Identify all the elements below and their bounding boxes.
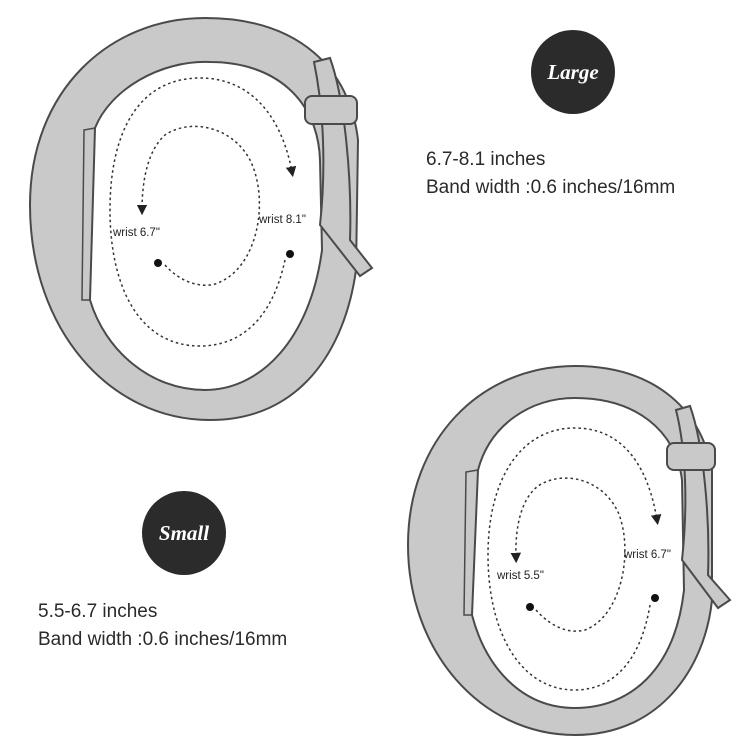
small-inner-wrist-arrow [510, 477, 626, 632]
large-band-loop [304, 95, 358, 125]
large-outer-start-dot [286, 250, 294, 258]
small-inner-start-dot [526, 603, 534, 611]
small-band-ring [406, 364, 713, 737]
large-inner-start-dot [154, 259, 162, 267]
small-size-spec: 5.5-6.7 inches Band width :0.6 inches/16… [38, 598, 287, 654]
large-inner-wrist-label: wrist 6.7" [112, 227, 160, 239]
small-band-illustration: wrist 5.5" wrist 6.7" [406, 364, 732, 737]
small-band-width: Band width :0.6 inches/16mm [38, 629, 288, 650]
small-size-badge: Small [142, 491, 226, 575]
large-inner-wrist-arrow [136, 125, 261, 286]
small-outer-wrist-label: wrist 6.7" [623, 549, 671, 561]
small-inner-wrist-label: wrist 5.5" [496, 570, 544, 582]
large-outer-wrist-label: wrist 8.1" [258, 214, 306, 226]
large-band-width: Band width :0.6 inches/16mm [426, 177, 676, 198]
small-outer-start-dot [651, 594, 659, 602]
large-size-spec: 6.7-8.1 inches Band width :0.6 inches/16… [426, 146, 675, 202]
large-band-illustration: wrist 6.7" wrist 8.1" [28, 16, 374, 422]
small-size-range: 5.5-6.7 inches [38, 601, 158, 622]
large-band-inner-edge [81, 127, 96, 301]
large-outer-wrist-arrow [109, 77, 297, 347]
small-band-inner-edge [463, 469, 479, 616]
large-size-badge: Large [531, 30, 615, 114]
small-outer-wrist-arrow [487, 427, 662, 691]
large-band-ring [28, 16, 360, 422]
large-size-range: 6.7-8.1 inches [426, 149, 546, 170]
small-band-loop [666, 442, 716, 471]
